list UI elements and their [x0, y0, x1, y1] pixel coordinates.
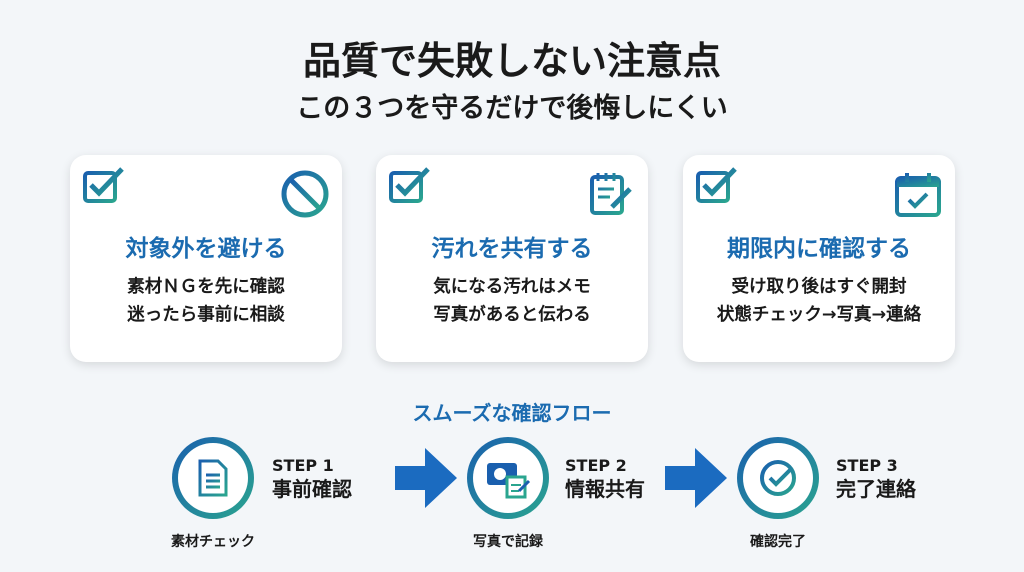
step-name: 事前確認 [272, 477, 352, 501]
step-caption: 確認完了 [750, 534, 806, 550]
step-3-label: STEP 3 完了連絡 [836, 456, 916, 502]
step-caption: 写真で記録 [473, 534, 543, 550]
page-title: 品質で失敗しない注意点 [302, 39, 721, 83]
document-icon [198, 459, 228, 497]
card-share-stains: 汚れを共有する 気になる汚れはメモ 写真があると伝わる [376, 155, 648, 362]
card-line: 状態チェック→写真→連絡 [716, 305, 922, 325]
arrow-right-icon [665, 448, 727, 508]
checkbox-icon [389, 167, 430, 203]
step-1-label: STEP 1 事前確認 [272, 456, 352, 502]
arrow-right-icon [395, 448, 457, 508]
step-number: STEP 2 [565, 456, 627, 475]
checkbox-icon [83, 167, 124, 203]
card-heading: 期限内に確認する [727, 236, 911, 262]
step-2-label: STEP 2 情報共有 [565, 456, 645, 502]
card-line: 素材ＮＧを先に確認 [127, 277, 285, 297]
calendar-check-icon [895, 173, 941, 217]
step-number: STEP 1 [272, 456, 334, 475]
check-circle-icon [760, 460, 796, 496]
card-line: 写真があると伝わる [433, 305, 591, 325]
page-subtitle: この３つを守るだけで後悔しにくい [296, 93, 728, 124]
card-heading: 対象外を避ける [125, 236, 287, 262]
camera-memo-icon [487, 463, 531, 499]
step-2-circle [467, 437, 549, 519]
memo-pencil-icon [590, 173, 632, 215]
step-name: 完了連絡 [836, 477, 916, 501]
step-caption: 素材チェック [171, 534, 255, 550]
card-heading: 汚れを共有する [431, 236, 593, 262]
prohibited-icon [281, 170, 329, 218]
step-number: STEP 3 [836, 456, 898, 475]
card-line: 迷ったら事前に相談 [127, 305, 285, 325]
card-check-in-time: 期限内に確認する 受け取り後はすぐ開封 状態チェック→写真→連絡 [683, 155, 955, 362]
card-line: 気になる汚れはメモ [433, 277, 591, 297]
card-line: 受け取り後はすぐ開封 [731, 277, 907, 297]
checkbox-icon [696, 167, 737, 203]
flow-title: スムーズな確認フロー [412, 401, 612, 425]
card-avoid-excluded: 対象外を避ける 素材ＮＧを先に確認 迷ったら事前に相談 [70, 155, 342, 362]
step-3-circle [737, 437, 819, 519]
step-1-circle [172, 437, 254, 519]
step-name: 情報共有 [565, 477, 645, 501]
